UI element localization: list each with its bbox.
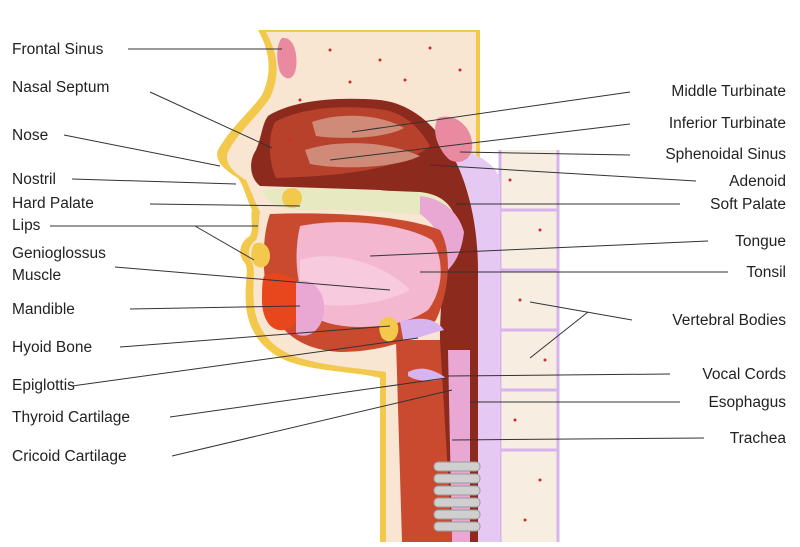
hyoid-bone-shape [379, 317, 398, 341]
palate-bone-knob [282, 188, 302, 208]
label-genioglossus: Genioglossus [12, 245, 106, 262]
label-inferior-turbinate: Inferior Turbinate [669, 115, 786, 132]
label-hyoid-bone: Hyoid Bone [12, 339, 92, 356]
label-nose: Nose [12, 127, 48, 144]
label-thyroid-cartilage: Thyroid Cartilage [12, 409, 130, 426]
label-sphenoidal-sinus: Sphenoidal Sinus [665, 146, 786, 163]
label-frontal-sinus: Frontal Sinus [12, 41, 104, 58]
label-trachea: Trachea [730, 430, 787, 447]
label-mandible: Mandible [12, 301, 75, 318]
label-adenoid: Adenoid [729, 173, 786, 190]
label-epiglottis: Epiglottis [12, 377, 75, 394]
label-muscle: Muscle [12, 267, 61, 284]
label-esophagus: Esophagus [708, 394, 786, 411]
label-middle-turbinate: Middle Turbinate [671, 83, 786, 100]
label-cricoid-cartilage: Cricoid Cartilage [12, 448, 127, 465]
label-soft-palate: Soft Palate [710, 196, 786, 213]
head-neck-illustration [217, 30, 558, 542]
label-hard-palate: Hard Palate [12, 195, 94, 212]
label-nostril: Nostril [12, 171, 56, 188]
label-tonsil: Tonsil [746, 264, 786, 281]
label-lips: Lips [12, 217, 41, 234]
right-labels: Middle Turbinate Inferior Turbinate Sphe… [665, 83, 786, 447]
label-vertebral-bodies: Vertebral Bodies [672, 312, 786, 329]
label-nasal-septum: Nasal Septum [12, 79, 109, 96]
label-vocal-cords: Vocal Cords [702, 366, 786, 383]
left-labels: Frontal Sinus Nasal Septum Nose Nostril … [12, 41, 130, 465]
label-tongue: Tongue [735, 233, 786, 250]
